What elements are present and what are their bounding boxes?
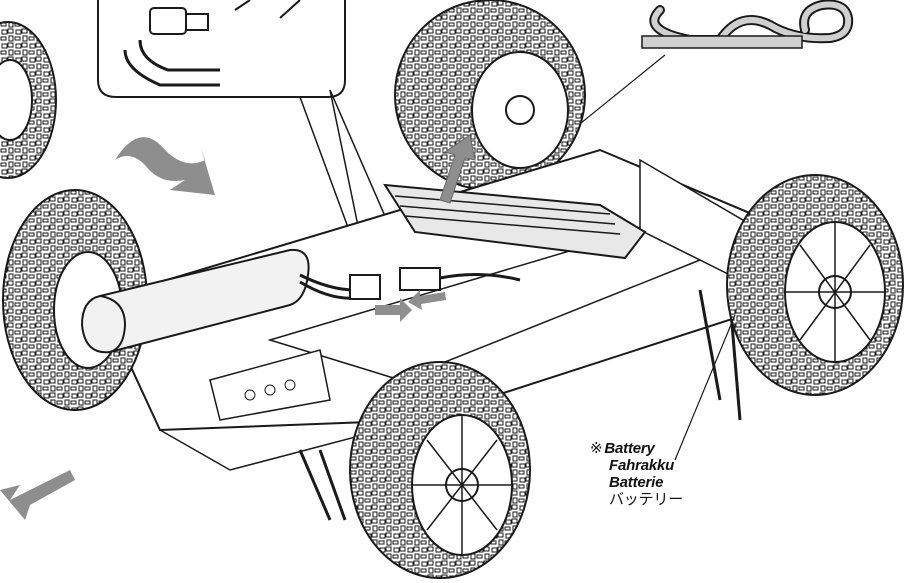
battery-icon — [80, 248, 521, 354]
battery-label-de: Fahrakku — [609, 457, 675, 474]
reference-mark: ※ — [590, 440, 603, 457]
battery-callout-label: ※Battery Fahrakku Batterie バッテリー — [590, 440, 683, 508]
battery-label-en: ※Battery — [590, 440, 655, 457]
connector-detail-inset — [97, 0, 406, 263]
battery-label-leader — [674, 314, 736, 461]
battery-label-jp: バッテリー — [609, 490, 684, 508]
rear-left-wheel-partial — [0, 21, 57, 179]
front-right-wheel — [349, 361, 531, 579]
right-side-wheel — [726, 174, 904, 396]
arrow-icon — [0, 134, 476, 520]
battery-label-fr: Batterie — [609, 474, 664, 491]
rear-right-wheel — [394, 0, 586, 191]
